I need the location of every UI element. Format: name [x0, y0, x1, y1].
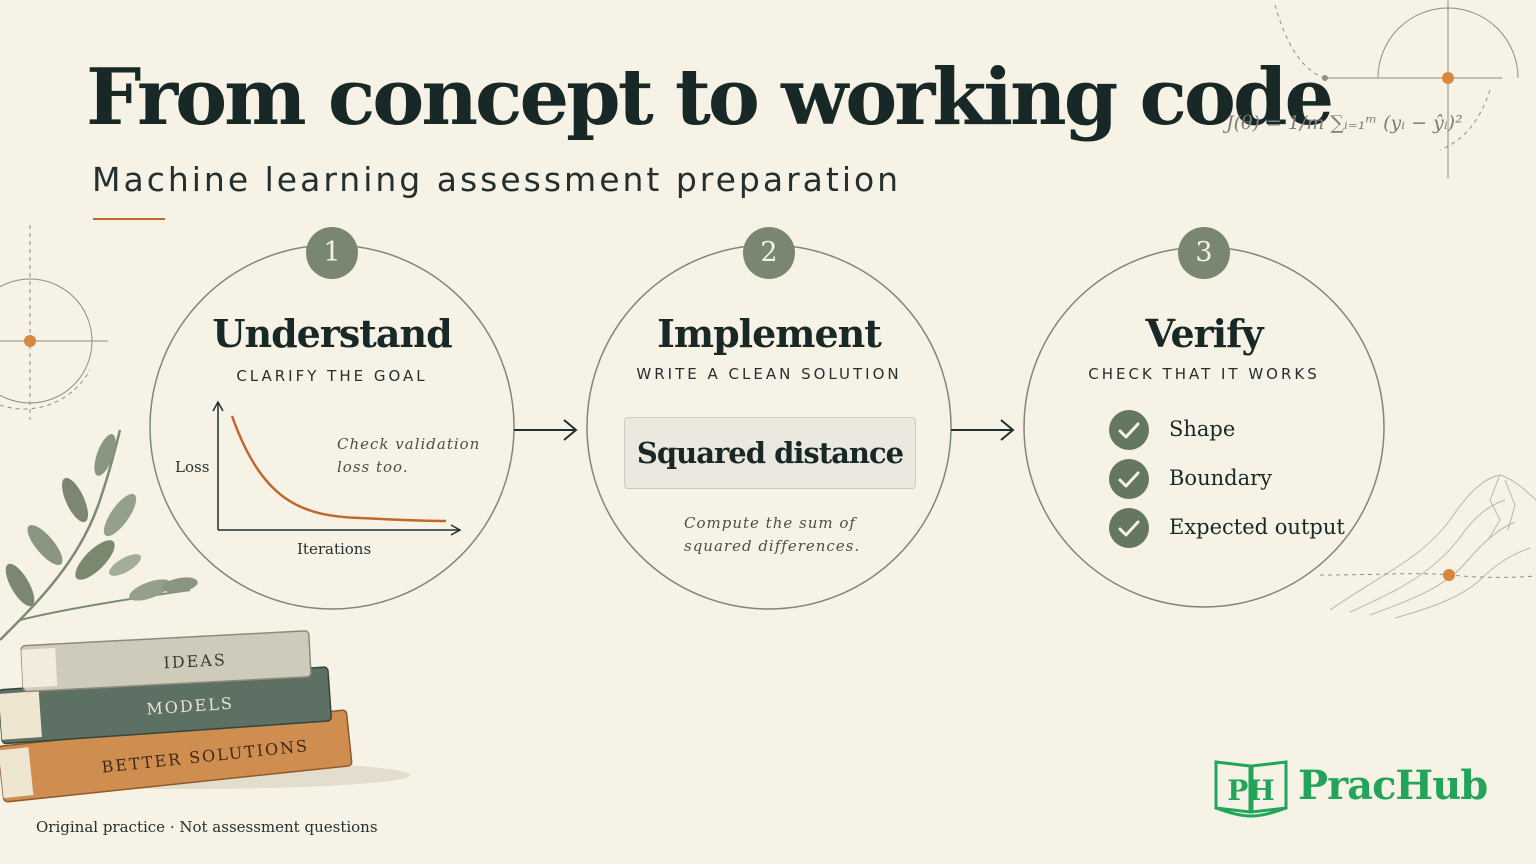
book-stack-illustration: BETTER SOLUTIONS MODELS IDEAS: [0, 630, 410, 803]
brand-logo-text: PH: [1227, 774, 1275, 807]
footer-disclaimer: Original practice · Not assessment quest…: [36, 818, 378, 836]
checkmark-icon: [1109, 459, 1149, 499]
step-note: Compute the sum of squared differences.: [684, 512, 861, 558]
crosshair-decoration-left: [0, 225, 108, 420]
plant-illustration: [0, 429, 198, 641]
page-title: From concept to working code: [86, 52, 1334, 143]
step-subtitle: WRITE A CLEAN SOLUTION: [636, 365, 902, 383]
note-line: Compute the sum of: [684, 514, 856, 532]
step-title: Verify: [1145, 311, 1263, 356]
accent-dot: [1442, 72, 1454, 84]
brand-name: PracHub: [1298, 762, 1488, 809]
checklist-label: Shape: [1169, 417, 1236, 441]
checklist-label: Expected output: [1169, 515, 1345, 539]
note-line: loss too.: [337, 458, 409, 476]
arrow-right-icon: [951, 419, 1015, 441]
step-subtitle: CLARIFY THE GOAL: [236, 367, 428, 385]
note-line: Check validation: [337, 435, 481, 453]
cost-function-formula: J(θ) = 1/m ∑ᵢ₌₁ᵐ (yᵢ − ŷᵢ)²: [1226, 112, 1463, 134]
checklist-label: Boundary: [1169, 466, 1272, 490]
checkmark-icon: [1109, 508, 1149, 548]
step-number-badge: 1: [306, 227, 358, 279]
chart-x-axis-label: Iterations: [297, 540, 372, 558]
accent-dot: [24, 335, 36, 347]
geometry-decoration-top-right: [1274, 0, 1519, 178]
chart-y-axis-label: Loss: [175, 458, 210, 476]
note-line: squared differences.: [684, 537, 861, 555]
accent-dot: [1443, 569, 1455, 581]
accent-divider: [93, 218, 165, 220]
step-number-badge: 3: [1178, 227, 1230, 279]
loss-curve-chart: [212, 400, 462, 536]
step-verify: 3 Verify CHECK THAT IT WORKS Shape Bound…: [1021, 227, 1387, 613]
step-title: Understand: [212, 311, 452, 356]
step-number-badge: 2: [743, 227, 795, 279]
step-note: Check validation loss too.: [337, 433, 480, 479]
code-snippet-box: Squared distance: [624, 417, 916, 489]
arrow-right-icon: [514, 419, 578, 441]
step-understand: 1 Understand CLARIFY THE GOAL Check vali…: [149, 227, 515, 613]
step-implement: 2 Implement WRITE A CLEAN SOLUTION Squar…: [586, 227, 952, 613]
book-label-ideas: IDEAS: [163, 650, 227, 672]
step-subtitle: CHECK THAT IT WORKS: [1088, 365, 1320, 383]
dot: [1322, 75, 1328, 81]
loss-curve: [230, 415, 447, 523]
checkmark-icon: [1109, 410, 1149, 450]
step-title: Implement: [657, 311, 882, 356]
book-logo-icon: PH: [1214, 760, 1288, 818]
page-subtitle: Machine learning assessment preparation: [92, 160, 902, 199]
mountain-sketch: [1329, 474, 1536, 619]
